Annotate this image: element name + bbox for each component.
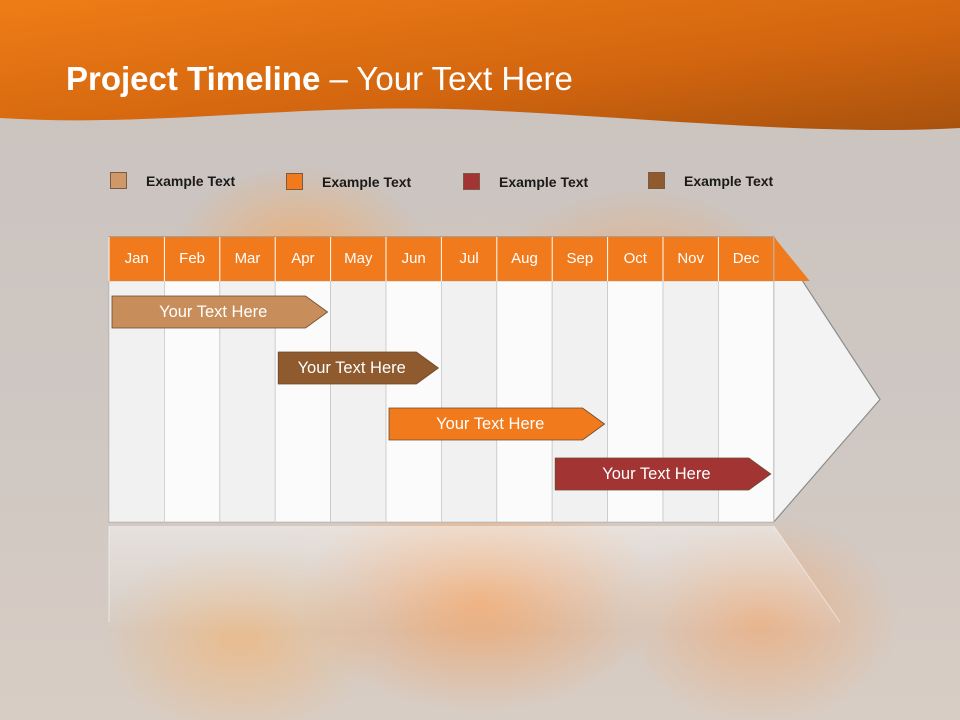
task-label-3: Your Text Here: [436, 415, 545, 433]
legend-label-2: Example Text: [322, 174, 412, 190]
title-rest: – Your Text Here: [320, 60, 573, 97]
month-label-oct: Oct: [623, 250, 647, 267]
page-title: Project Timeline – Your Text Here: [66, 60, 573, 98]
month-label-jun: Jun: [401, 250, 426, 267]
month-label-dec: Dec: [732, 250, 760, 267]
legend-label-3: Example Text: [499, 174, 589, 190]
task-arrow-2[interactable]: [277, 351, 440, 385]
month-column-jun: [385, 280, 442, 523]
task-label-2: Your Text Here: [297, 359, 406, 377]
month-label-apr: Apr: [291, 250, 315, 267]
task-label-4: Your Text Here: [602, 465, 711, 483]
month-header-bar: [109, 237, 810, 281]
month-label-aug: Aug: [511, 250, 538, 267]
month-label-sep: Sep: [566, 250, 594, 267]
title-bold: Project Timeline: [66, 60, 321, 97]
month-label-may: May: [344, 250, 373, 267]
month-label-nov: Nov: [677, 250, 705, 267]
task-arrow-1[interactable]: [111, 295, 329, 329]
legend-swatch-2: [286, 173, 303, 190]
reflection-edge: [773, 525, 841, 623]
task-arrow-3[interactable]: [388, 407, 606, 441]
timeline-reflection: [109, 526, 840, 632]
legend-label-1: Example Text: [146, 173, 236, 189]
legend-label-4: Example Text: [684, 173, 774, 189]
legend-swatch-1: [110, 172, 127, 189]
month-label-jan: Jan: [124, 250, 149, 267]
month-column-may: [330, 280, 387, 523]
month-label-mar: Mar: [234, 250, 261, 267]
task-label-1: Your Text Here: [159, 303, 268, 321]
task-arrow-4[interactable]: [554, 457, 772, 491]
month-label-jul: Jul: [459, 250, 479, 267]
legend-swatch-3: [463, 173, 480, 190]
month-label-feb: Feb: [179, 250, 206, 267]
month-column-aug: [496, 280, 553, 523]
header-banner: [0, 0, 960, 131]
legend-swatch-4: [648, 172, 665, 189]
month-column-jul: [440, 280, 498, 523]
